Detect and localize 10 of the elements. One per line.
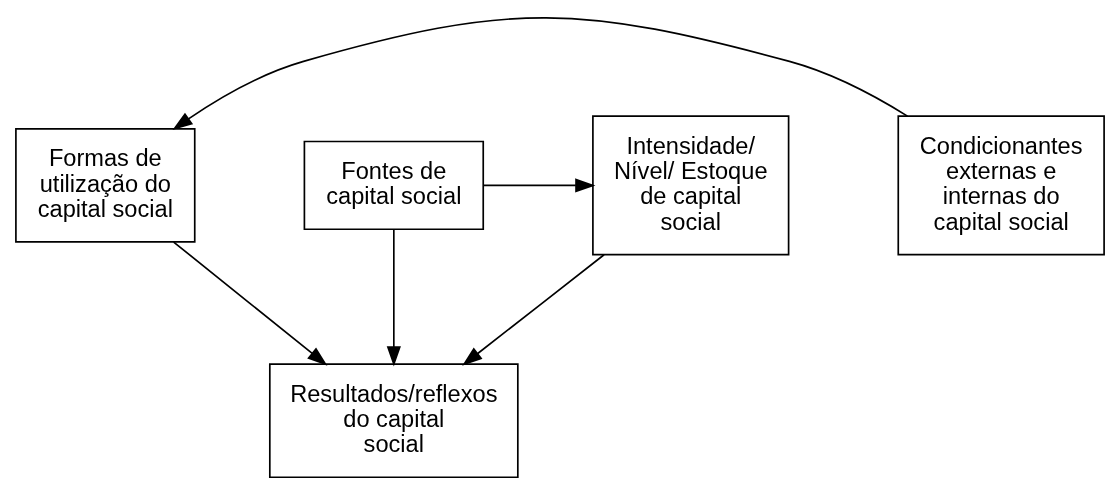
node-box: Resultados/reflexos do capital social — [268, 363, 519, 479]
node-box: Formas de utilização do capital social — [15, 128, 196, 243]
arrow — [386, 228, 401, 367]
arrow — [172, 241, 328, 366]
arrow — [172, 17, 909, 131]
node-box: Condicionantes externas e internas do capital social — [897, 115, 1105, 256]
arrow — [462, 253, 605, 366]
arrow — [482, 178, 596, 193]
node-box: Fontes de capital social — [303, 140, 485, 231]
node-box: Intensidade/ Nível/ Estoque de capital social — [592, 115, 790, 256]
